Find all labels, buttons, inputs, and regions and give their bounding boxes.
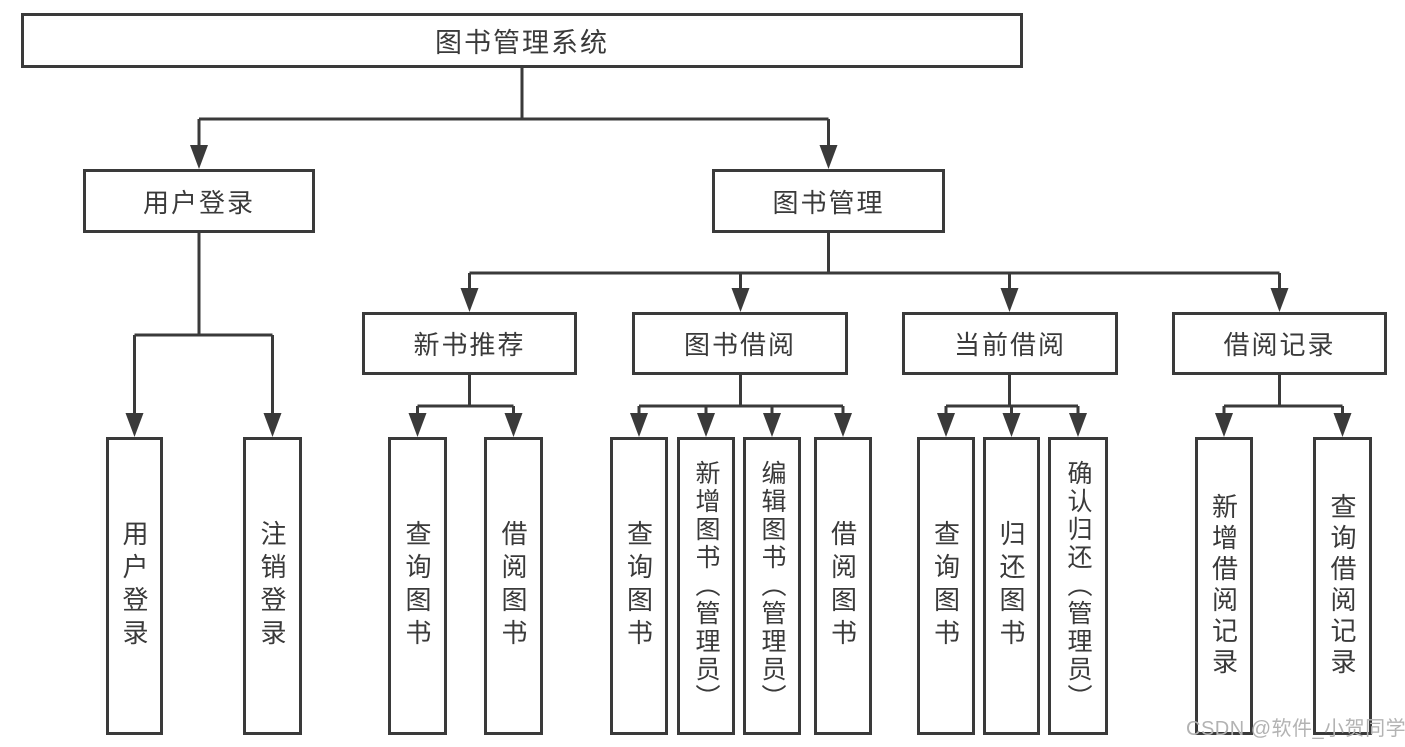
leaf-logout: 注销登录 [243, 437, 302, 735]
node-borrow-record-label: 借阅记录 [1223, 330, 1336, 360]
connector-bookmgmt-to-level3 [460, 233, 1289, 312]
leaf-confirm-return-admin: 确认归还（管理员） [1048, 437, 1108, 735]
leaf-newbook-borrow-label: 借阅图书 [498, 520, 528, 652]
node-current-borrow-label: 当前借阅 [953, 330, 1066, 360]
connector-newbook-to-leaves [408, 375, 523, 437]
leaf-newbook-query-label: 查询图书 [402, 520, 432, 652]
node-new-book-recommend-label: 新书推荐 [413, 330, 526, 360]
leaf-borrow-query-label: 查询图书 [623, 520, 654, 652]
leaf-newbook-query: 查询图书 [388, 437, 447, 735]
connector-borrow-to-leaves [630, 375, 852, 437]
leaf-borrow-edit-book-admin: 编辑图书（管理员） [743, 437, 801, 735]
leaf-return-book: 归还图书 [983, 437, 1040, 735]
node-book-management: 图书管理 [712, 169, 945, 233]
node-book-borrow-label: 图书借阅 [683, 330, 796, 360]
leaf-confirm-return-admin-label: 确认归还（管理员） [1064, 460, 1092, 712]
node-borrow-record: 借阅记录 [1172, 312, 1387, 375]
leaf-user-login: 用户登录 [106, 437, 163, 735]
node-user-login: 用户登录 [83, 169, 315, 233]
connector-record-to-leaves [1215, 375, 1352, 437]
leaf-borrow-add-book-admin-label: 新增图书（管理员） [692, 460, 720, 712]
leaf-borrow-edit-book-admin-label: 编辑图书（管理员） [758, 460, 786, 712]
node-current-borrow: 当前借阅 [902, 312, 1118, 375]
leaf-newbook-borrow: 借阅图书 [484, 437, 543, 735]
watermark-text: CSDN @软件_小贺同学 [1186, 718, 1405, 740]
leaf-current-query: 查询图书 [917, 437, 975, 735]
leaf-add-borrow-record-label: 新增借阅记录 [1208, 493, 1239, 679]
connector-current-to-leaves [937, 375, 1087, 437]
connector-userlogin-to-leaves [125, 233, 282, 437]
leaf-return-book-label: 归还图书 [996, 520, 1026, 652]
leaf-add-borrow-record: 新增借阅记录 [1195, 437, 1253, 735]
node-root-label: 图书管理系统 [435, 28, 609, 58]
node-root-system: 图书管理系统 [21, 13, 1023, 68]
leaf-user-login-label: 用户登录 [119, 520, 149, 652]
node-new-book-recommend: 新书推荐 [362, 312, 577, 375]
leaf-query-borrow-record: 查询借阅记录 [1313, 437, 1372, 735]
leaf-borrow-add-book-admin: 新增图书（管理员） [677, 437, 735, 735]
leaf-borrow-query: 查询图书 [610, 437, 668, 735]
leaf-query-borrow-record-label: 查询借阅记录 [1327, 493, 1357, 679]
leaf-borrow-book-label: 借阅图书 [827, 520, 858, 652]
node-book-borrow: 图书借阅 [632, 312, 848, 375]
leaf-borrow-book: 借阅图书 [814, 437, 872, 735]
leaf-current-query-label: 查询图书 [930, 520, 961, 652]
leaf-logout-label: 注销登录 [257, 520, 287, 652]
node-book-management-label: 图书管理 [772, 187, 885, 218]
connector-root-to-level2 [190, 68, 838, 169]
node-user-login-label: 用户登录 [142, 187, 255, 218]
